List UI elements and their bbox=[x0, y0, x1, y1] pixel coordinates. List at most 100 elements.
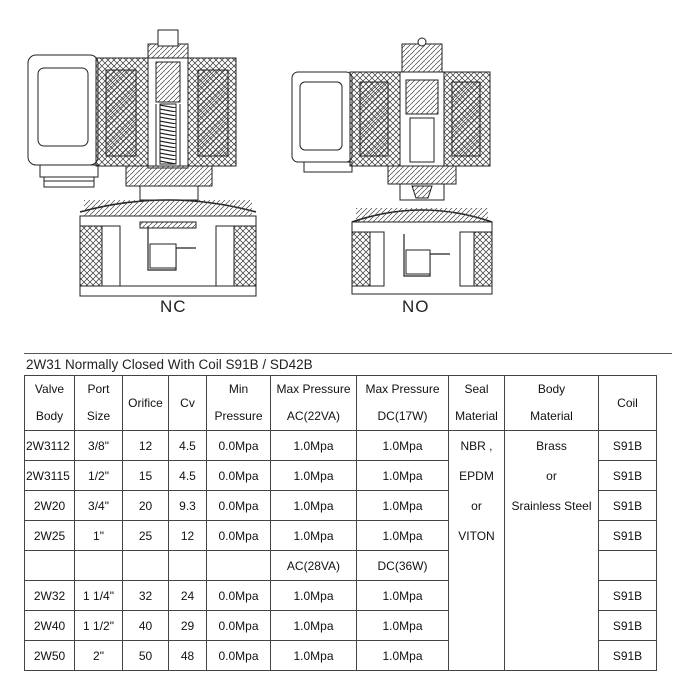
cell-port: 1/2" bbox=[74, 460, 123, 491]
table-row: 2W20 3/4" 20 9.3 0.0Mpa 1.0Mpa 1.0Mpa or… bbox=[24, 490, 657, 521]
cell-orifice: 50 bbox=[122, 640, 169, 671]
cell-seal: or bbox=[448, 490, 505, 521]
header-coil: Coil bbox=[598, 375, 657, 431]
cell-body-material: or bbox=[504, 460, 599, 491]
subheader-ac: AC(28VA) bbox=[270, 550, 357, 581]
cell-ac: 1.0Mpa bbox=[270, 580, 357, 611]
cell-seal bbox=[448, 610, 505, 641]
cell-coil: S91B bbox=[598, 430, 657, 461]
cell-empty bbox=[598, 550, 657, 581]
cell-dc: 1.0Mpa bbox=[356, 610, 449, 641]
cell-port: 2" bbox=[74, 640, 123, 671]
cell-port: 1" bbox=[74, 520, 123, 551]
cell-seal: EPDM bbox=[448, 460, 505, 491]
cell-min: 0.0Mpa bbox=[206, 520, 271, 551]
table-subheader-row: AC(28VA) DC(36W) bbox=[24, 550, 657, 581]
cell-body-material bbox=[504, 580, 599, 611]
no-label: NO bbox=[402, 297, 430, 316]
cell-min: 0.0Mpa bbox=[206, 580, 271, 611]
cell-ac: 1.0Mpa bbox=[270, 460, 357, 491]
cell-coil: S91B bbox=[598, 610, 657, 641]
cell-port: 1 1/4" bbox=[74, 580, 123, 611]
header-orifice: Orifice bbox=[122, 375, 169, 431]
cell-min: 0.0Mpa bbox=[206, 430, 271, 461]
cell-model: 2W3112 bbox=[24, 430, 75, 461]
cell-empty bbox=[122, 550, 169, 581]
cell-min: 0.0Mpa bbox=[206, 490, 271, 521]
cell-model: 2W25 bbox=[24, 520, 75, 551]
table-row: 2W40 1 1/2" 40 29 0.0Mpa 1.0Mpa 1.0Mpa S… bbox=[24, 610, 657, 641]
cell-cv: 24 bbox=[168, 580, 207, 611]
table-row: 2W32 1 1/4" 32 24 0.0Mpa 1.0Mpa 1.0Mpa S… bbox=[24, 580, 657, 611]
cell-model: 2W32 bbox=[24, 580, 75, 611]
cell-empty bbox=[24, 550, 75, 581]
cell-model: 2W20 bbox=[24, 490, 75, 521]
cell-ac: 1.0Mpa bbox=[270, 640, 357, 671]
cell-seal bbox=[448, 580, 505, 611]
cell-orifice: 20 bbox=[122, 490, 169, 521]
cell-model: 2W3115 bbox=[24, 460, 75, 491]
cell-port: 1 1/2" bbox=[74, 610, 123, 641]
valve-cross-section-diagram: NC NO bbox=[0, 0, 700, 345]
cell-body-material bbox=[504, 640, 599, 671]
cell-coil: S91B bbox=[598, 580, 657, 611]
no-valve-drawing bbox=[291, 37, 493, 295]
cell-orifice: 25 bbox=[122, 520, 169, 551]
cell-empty bbox=[74, 550, 123, 581]
cell-empty bbox=[168, 550, 207, 581]
cell-seal: VITON bbox=[448, 520, 505, 551]
cell-orifice: 40 bbox=[122, 610, 169, 641]
cell-body-material bbox=[504, 610, 599, 641]
cell-body-material bbox=[504, 550, 599, 581]
cell-orifice: 32 bbox=[122, 580, 169, 611]
cell-model: 2W50 bbox=[24, 640, 75, 671]
table-row: 2W50 2" 50 48 0.0Mpa 1.0Mpa 1.0Mpa S91B bbox=[24, 640, 657, 671]
cell-model: 2W40 bbox=[24, 610, 75, 641]
cell-coil: S91B bbox=[598, 490, 657, 521]
cell-seal bbox=[448, 550, 505, 581]
cell-orifice: 15 bbox=[122, 460, 169, 491]
cell-body-material bbox=[504, 520, 599, 551]
cell-orifice: 12 bbox=[122, 430, 169, 461]
cell-cv: 29 bbox=[168, 610, 207, 641]
cell-cv: 4.5 bbox=[168, 460, 207, 491]
cell-cv: 9.3 bbox=[168, 490, 207, 521]
header-cv: Cv bbox=[168, 375, 207, 431]
cell-ac: 1.0Mpa bbox=[270, 520, 357, 551]
subheader-dc: DC(36W) bbox=[356, 550, 449, 581]
cell-empty bbox=[206, 550, 271, 581]
cell-port: 3/4" bbox=[74, 490, 123, 521]
cell-cv: 48 bbox=[168, 640, 207, 671]
nc-label: NC bbox=[160, 297, 187, 316]
cell-coil: S91B bbox=[598, 460, 657, 491]
cell-seal bbox=[448, 640, 505, 671]
table-row: 2W3115 1/2" 15 4.5 0.0Mpa 1.0Mpa 1.0Mpa … bbox=[24, 460, 657, 491]
cell-ac: 1.0Mpa bbox=[270, 610, 357, 641]
valve-diagram-svg bbox=[27, 29, 493, 297]
title-rule bbox=[24, 353, 672, 354]
cell-body-material: Srainless Steel bbox=[504, 490, 599, 521]
cell-seal: NBR , bbox=[448, 430, 505, 461]
nc-valve-drawing bbox=[27, 29, 257, 297]
table-row: 2W25 1" 25 12 0.0Mpa 1.0Mpa 1.0Mpa VITON… bbox=[24, 520, 657, 551]
cell-dc: 1.0Mpa bbox=[356, 640, 449, 671]
cell-ac: 1.0Mpa bbox=[270, 430, 357, 461]
cell-coil: S91B bbox=[598, 520, 657, 551]
cell-cv: 12 bbox=[168, 520, 207, 551]
cell-cv: 4.5 bbox=[168, 430, 207, 461]
cell-port: 3/8" bbox=[74, 430, 123, 461]
table-row: 2W3112 3/8" 12 4.5 0.0Mpa 1.0Mpa 1.0Mpa … bbox=[24, 430, 657, 461]
cell-dc: 1.0Mpa bbox=[356, 520, 449, 551]
cell-min: 0.0Mpa bbox=[206, 640, 271, 671]
cell-min: 0.0Mpa bbox=[206, 610, 271, 641]
cell-dc: 1.0Mpa bbox=[356, 430, 449, 461]
cell-ac: 1.0Mpa bbox=[270, 490, 357, 521]
